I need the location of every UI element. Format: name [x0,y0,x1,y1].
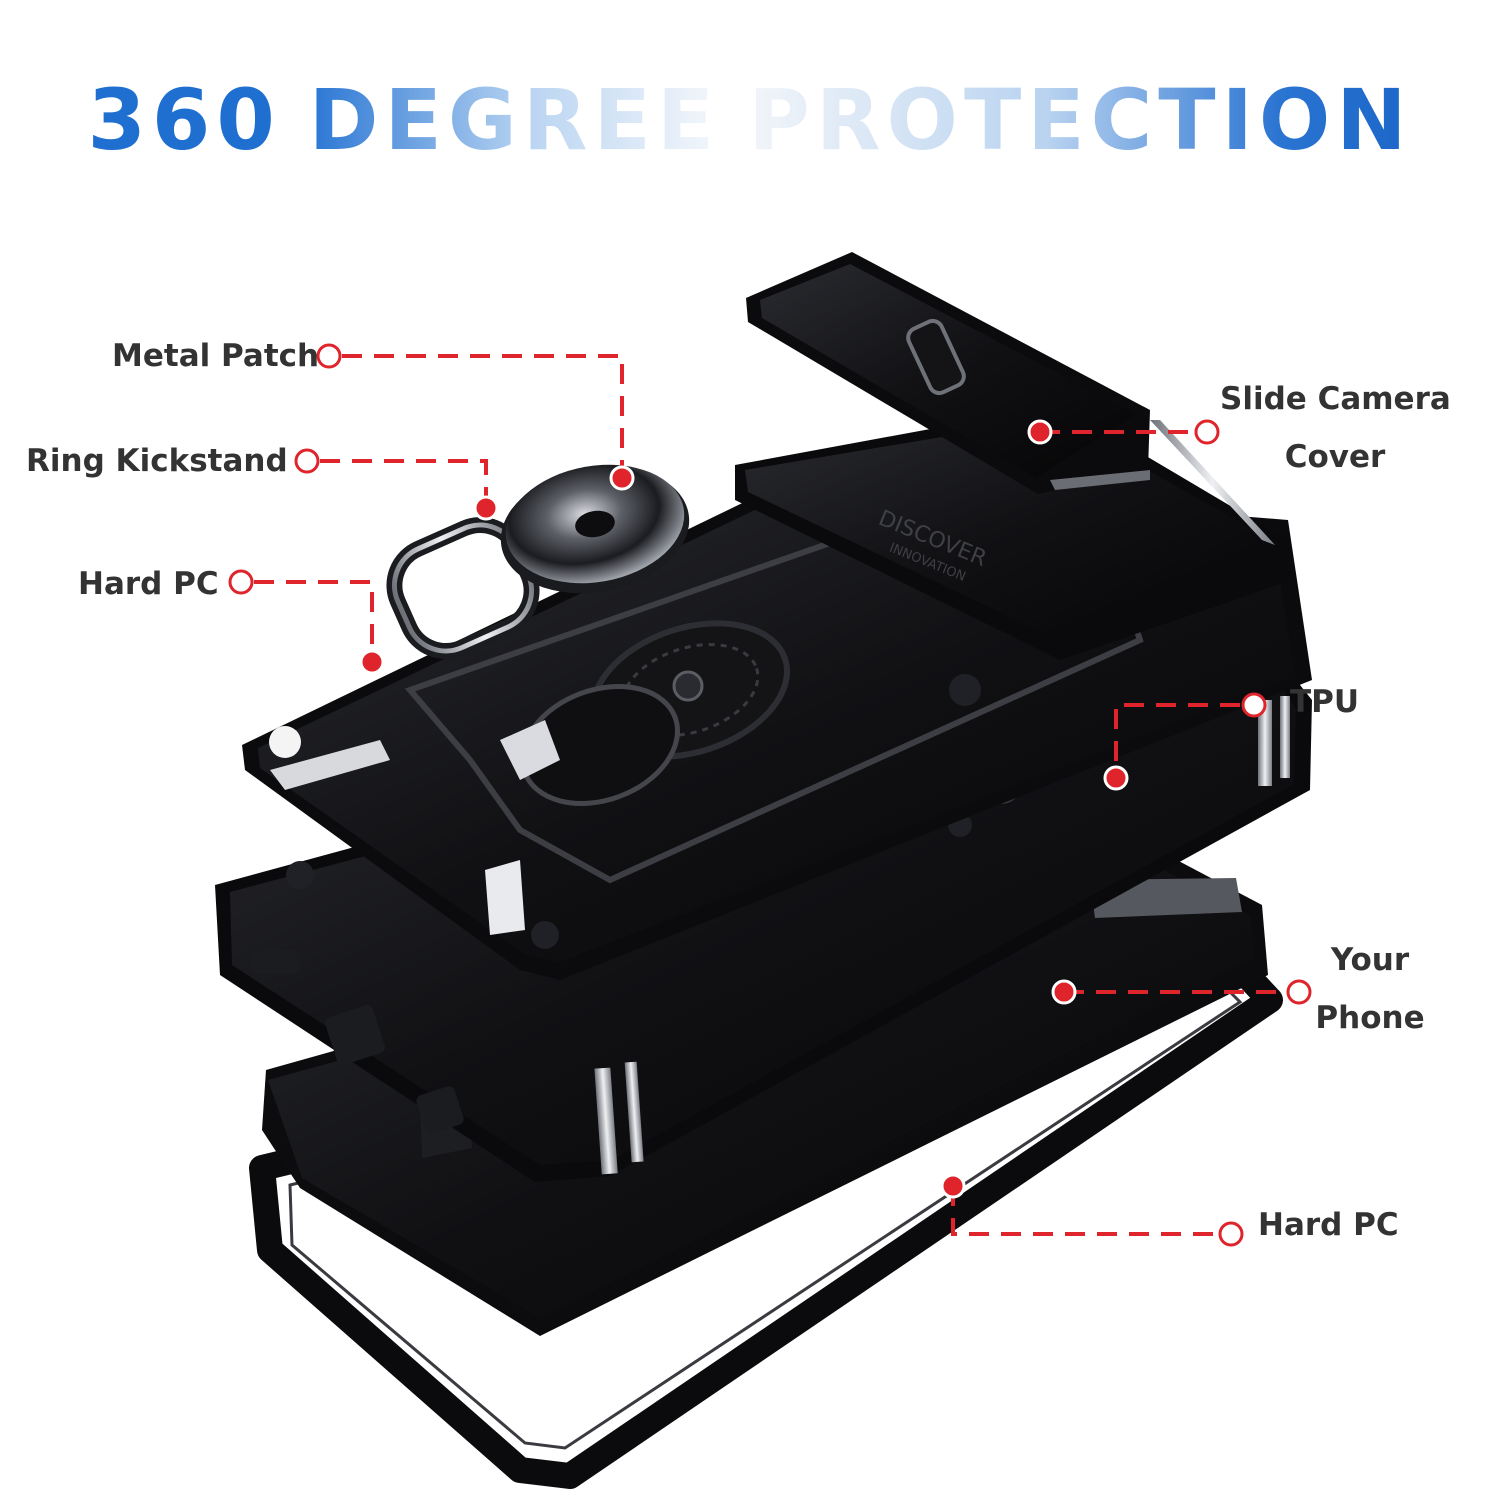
callout-markers [228,343,1312,1247]
callout-line-hard-pc-top [254,580,374,662]
callout-line-ring-kickstand [320,459,488,508]
marker-hard-pc-top-dot [359,649,385,675]
headline-word-protection: PROTECTION [748,71,1413,169]
marker-hard-pc-bottom-open [1218,1221,1244,1247]
marker-ring-kickstand-open [294,448,320,474]
label-slide-camera-cover-line1: Slide Camera [1220,381,1451,417]
headline-word-360: 360 [87,71,281,169]
label-slide-camera-cover-line2: Cover [1284,439,1386,475]
headline: 360 DEGREE PROTECTION [0,70,1500,170]
headline-word-degree: DEGREE [308,71,721,169]
marker-hard-pc-top-open [228,569,254,595]
callout-lines [254,354,1286,1236]
label-hard-pc-top: Hard PC [78,566,219,602]
marker-slide-camera-cover-open [1194,419,1220,445]
marker-slide-camera-cover-dot [1027,419,1053,445]
label-slide-camera-cover: Slide Camera Cover [1220,381,1451,475]
label-your-phone-line2: Phone [1315,1000,1425,1036]
callout-line-tpu [1114,703,1240,778]
marker-your-phone-open [1286,979,1312,1005]
label-hard-pc-bottom: Hard PC [1258,1207,1399,1243]
callout-line-metal-patch [342,354,624,478]
marker-metal-patch-dot [609,465,635,491]
label-your-phone-line1: Your [1330,942,1410,978]
ring-kickstand [386,464,690,659]
label-ring-kickstand: Ring Kickstand [26,443,288,479]
marker-your-phone-dot [1051,979,1077,1005]
marker-hard-pc-bottom-dot [940,1173,966,1199]
callout-line-hard-pc-bottom [951,1186,1218,1236]
marker-tpu-open [1241,692,1267,718]
marker-metal-patch-open [316,343,342,369]
label-tpu: TPU [1290,684,1360,720]
marker-tpu-dot [1103,765,1129,791]
label-your-phone: Your Phone [1305,942,1435,1036]
label-metal-patch: Metal Patch [112,338,320,374]
marker-ring-kickstand-dot [473,495,499,521]
